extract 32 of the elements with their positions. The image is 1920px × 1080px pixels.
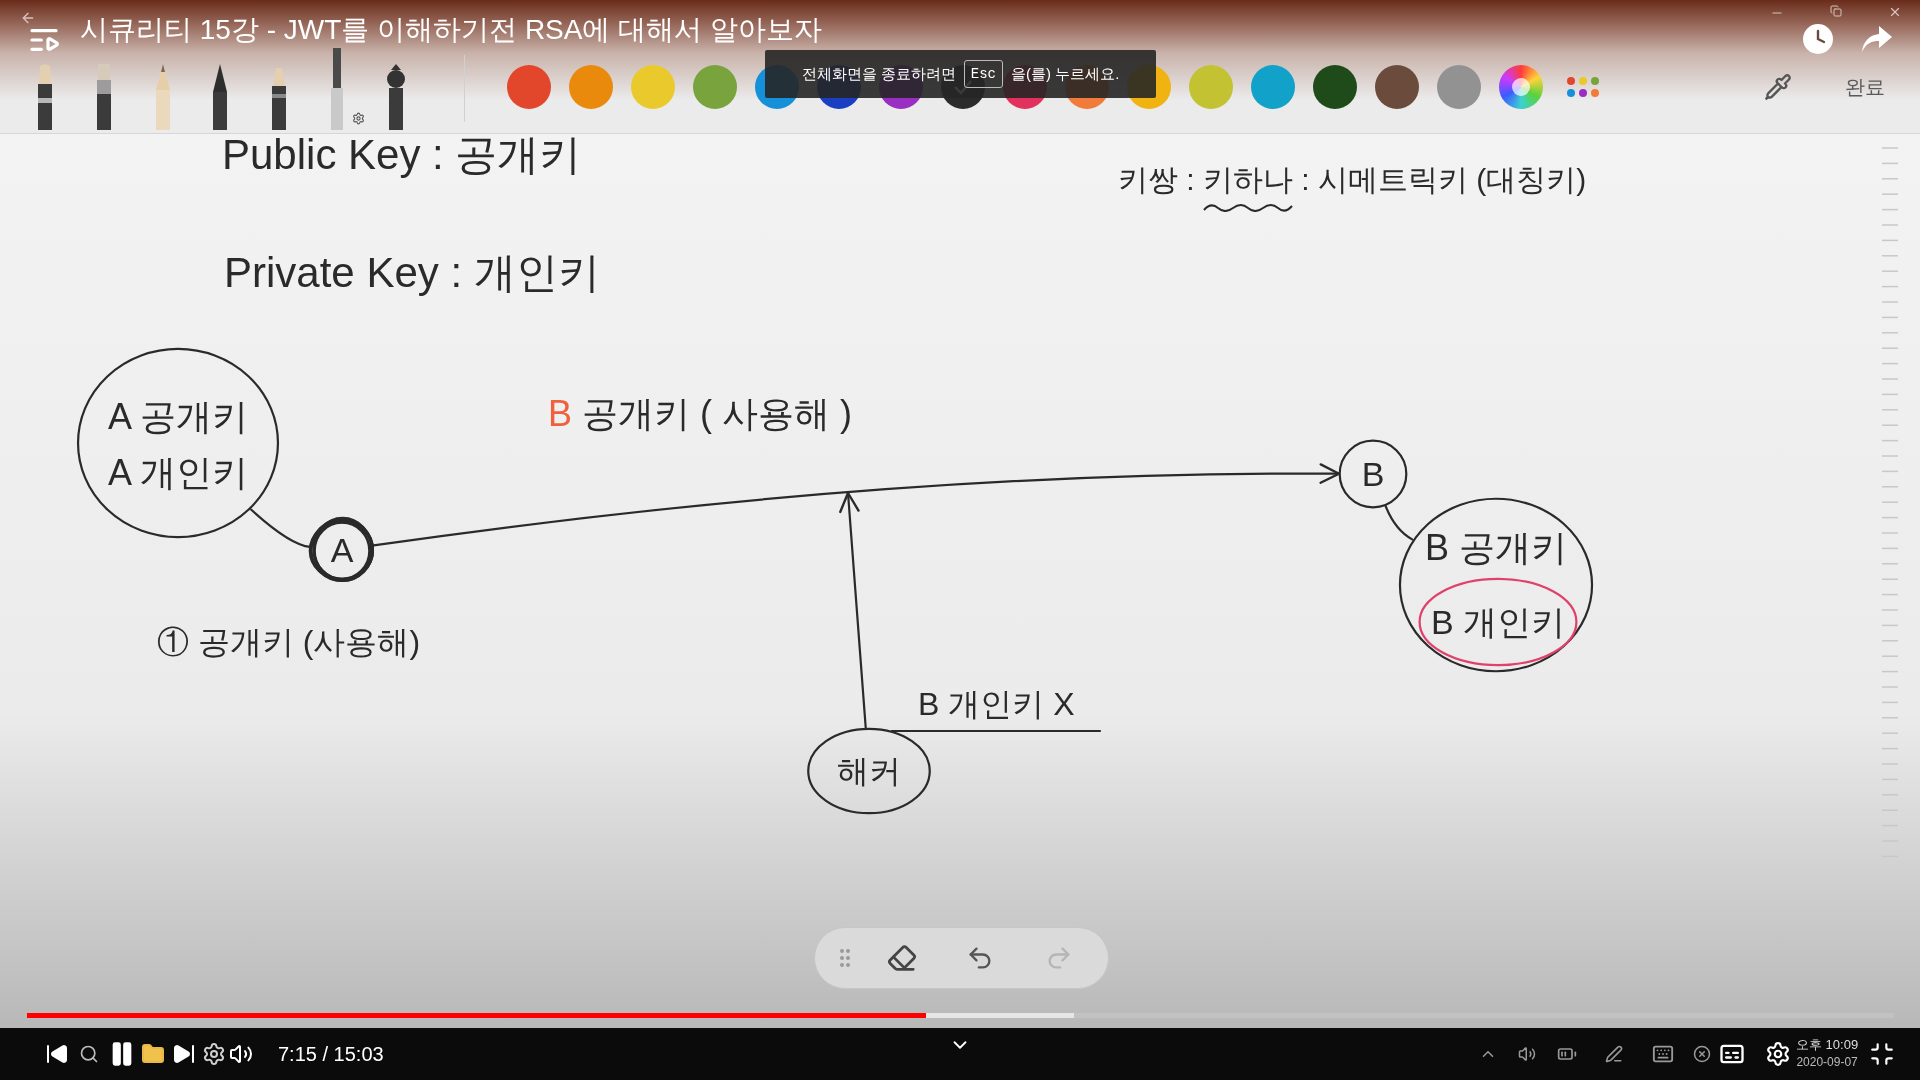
node-label: B 개인키 bbox=[1430, 602, 1566, 642]
node-label: B bbox=[1361, 455, 1385, 493]
node-label: A bbox=[330, 531, 354, 569]
edge-label: B 공개키 ( 사용해 ) bbox=[548, 392, 852, 436]
arrow bbox=[839, 491, 867, 730]
clock-time: 오후 10:09 bbox=[1796, 1036, 1859, 1054]
annotation-text: B 개인키 X bbox=[912, 660, 1100, 731]
circle-node bbox=[1339, 440, 1407, 508]
ellipse-node bbox=[1398, 497, 1594, 673]
handwritten-note: Public Key : 공개키 bbox=[222, 130, 582, 180]
node-label: A 공개키 bbox=[108, 396, 248, 438]
ellipse-node bbox=[76, 347, 280, 539]
connector-line bbox=[1384, 504, 1414, 541]
video-title: 시큐리티 15강 - JWT를 이해하기전 RSA에 대해서 알아보자 bbox=[80, 14, 823, 46]
leader-line bbox=[890, 729, 1102, 733]
connector-line bbox=[250, 508, 312, 549]
ellipse-node bbox=[1418, 578, 1578, 666]
video-time: 7:15 / 15:03 bbox=[278, 1042, 384, 1067]
arrow bbox=[372, 463, 1341, 547]
node-label: A 개인키 bbox=[108, 452, 248, 494]
node-label: B 공개키 bbox=[1425, 527, 1567, 569]
keyboard-key: Esc bbox=[963, 60, 1004, 88]
handwritten-note: 키쌍 : 키하나 : 시메트릭키 (대칭키) bbox=[1118, 162, 1587, 198]
node-label: 해커 bbox=[837, 752, 901, 790]
circle-node bbox=[310, 518, 374, 582]
toast-text: 을(를) 누르세요. bbox=[1011, 64, 1120, 84]
toast-text: 전체화면을 종료하려면 bbox=[801, 64, 956, 84]
handwritten-note: Private Key : 개인키 bbox=[224, 248, 600, 298]
clock-date: 2020-09-07 bbox=[1796, 1054, 1858, 1070]
node-caption: ① 공개키 (사용해) bbox=[157, 623, 421, 662]
done-label: 완료 bbox=[1845, 75, 1885, 100]
ellipse-node bbox=[807, 728, 931, 814]
